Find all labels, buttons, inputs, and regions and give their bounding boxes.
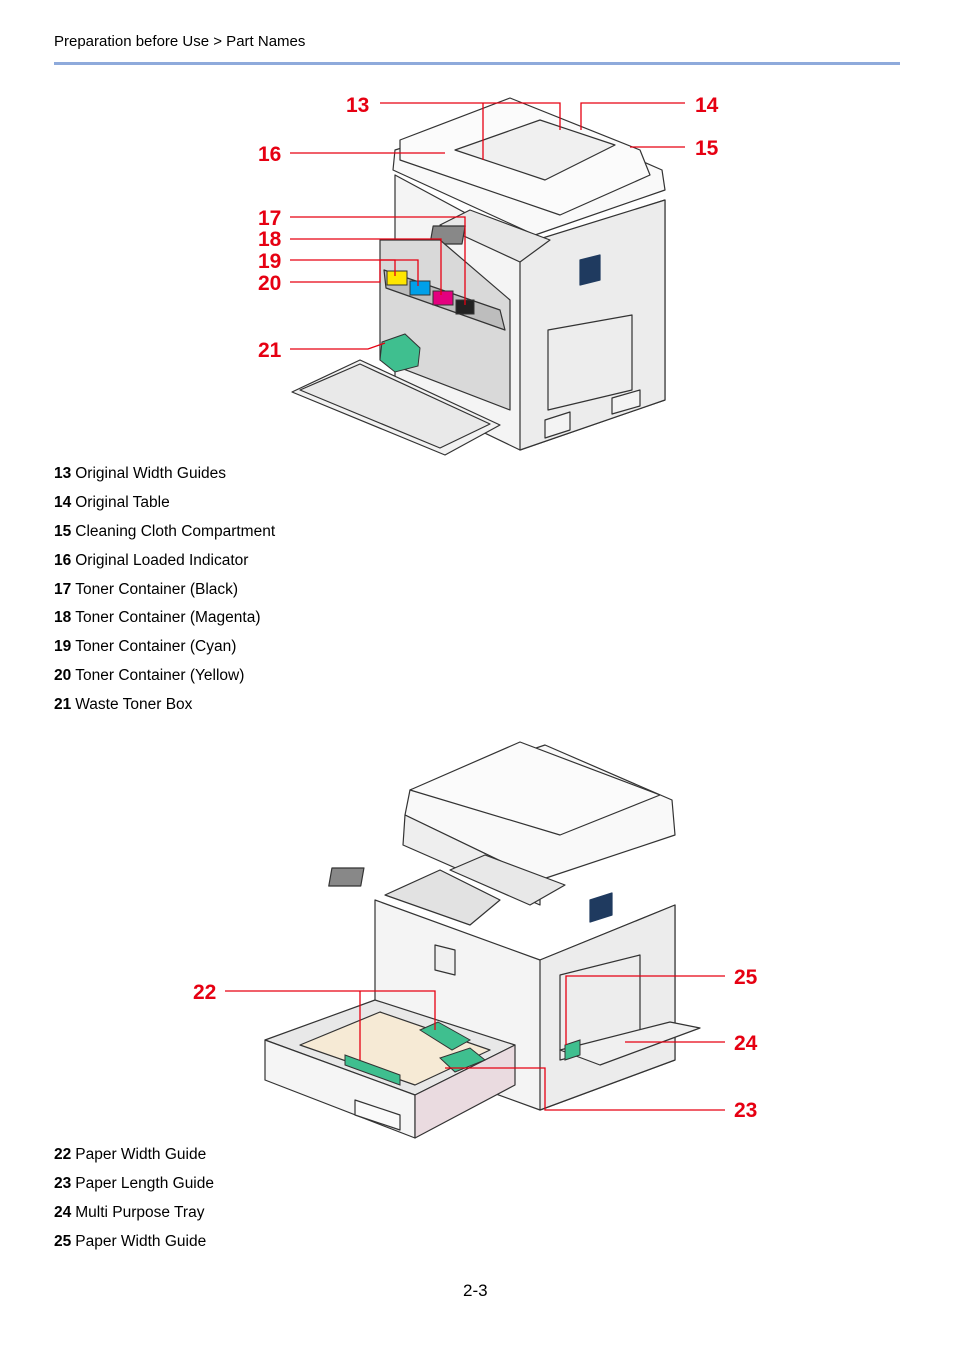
legend-number: 21 bbox=[54, 696, 72, 714]
toner-yellow bbox=[386, 270, 408, 286]
legend-label: Paper Width Guide bbox=[75, 1232, 207, 1250]
legend-number: 23 bbox=[54, 1174, 72, 1192]
legend-label: Original Width Guides bbox=[75, 465, 227, 482]
paper-width-guide-cassette bbox=[418, 1021, 472, 1051]
callout-18: 18 bbox=[258, 228, 282, 251]
legend-label: Toner Container (Cyan) bbox=[75, 638, 237, 656]
callout-13: 13 bbox=[346, 94, 369, 117]
callout-15: 15 bbox=[695, 137, 719, 160]
page-number: 2-3 bbox=[463, 1281, 488, 1300]
waste-toner-box bbox=[379, 333, 421, 373]
legend-number: 24 bbox=[54, 1203, 72, 1221]
legend-number: 25 bbox=[54, 1232, 72, 1250]
legend-number: 20 bbox=[54, 667, 72, 685]
printer-open-cover-illustration: 13 14 15 16 17 18 19 20 21 bbox=[258, 94, 719, 456]
legend-number: 13 bbox=[54, 465, 72, 482]
legend-label: Multi Purpose Tray bbox=[75, 1203, 205, 1221]
callout-23: 23 bbox=[734, 1099, 757, 1122]
mp-tray-width-guide bbox=[564, 1039, 581, 1061]
legend-number: 18 bbox=[54, 609, 72, 627]
toner-magenta bbox=[432, 290, 454, 306]
legend-label: Toner Container (Black) bbox=[75, 580, 239, 598]
callout-17: 17 bbox=[258, 207, 281, 230]
legend-label: Paper Width Guide bbox=[75, 1146, 207, 1163]
paper-length-guide bbox=[439, 1047, 486, 1073]
breadcrumb: Preparation before Use > Part Names bbox=[54, 33, 306, 50]
toner-cyan bbox=[409, 280, 431, 296]
callout-22: 22 bbox=[193, 981, 216, 1004]
legend-label: Waste Toner Box bbox=[75, 696, 193, 714]
legend-number: 22 bbox=[54, 1146, 72, 1163]
legend-label: Cleaning Cloth Compartment bbox=[75, 522, 276, 540]
legend-number: 16 bbox=[54, 551, 72, 569]
legend-label: Paper Length Guide bbox=[75, 1174, 214, 1192]
callout-16: 16 bbox=[258, 143, 281, 166]
callout-14: 14 bbox=[695, 94, 719, 117]
callout-21: 21 bbox=[258, 339, 282, 362]
figure-printer-front-open: 13 14 15 16 17 18 19 20 21 bbox=[0, 85, 954, 465]
callout-25: 25 bbox=[734, 966, 758, 989]
legend-label: Toner Container (Magenta) bbox=[75, 609, 261, 627]
legend-label: Original Loaded Indicator bbox=[75, 551, 249, 569]
legend-number: 15 bbox=[54, 522, 72, 540]
figure-printer-cassette-open: 22 25 24 23 bbox=[0, 730, 954, 1145]
legend-number: 17 bbox=[54, 580, 72, 598]
printer-cassette-illustration: 22 25 24 23 bbox=[193, 741, 758, 1139]
paper-width-guide-cassette-front bbox=[344, 1054, 401, 1086]
legend-label: Original Table bbox=[75, 493, 170, 511]
legend-number: 14 bbox=[54, 493, 72, 511]
callout-19: 19 bbox=[258, 250, 281, 273]
legend-number: 19 bbox=[54, 638, 72, 656]
callout-20: 20 bbox=[258, 272, 281, 295]
callout-24: 24 bbox=[734, 1032, 758, 1055]
header-rule bbox=[54, 62, 900, 65]
legend-label: Toner Container (Yellow) bbox=[75, 667, 245, 685]
